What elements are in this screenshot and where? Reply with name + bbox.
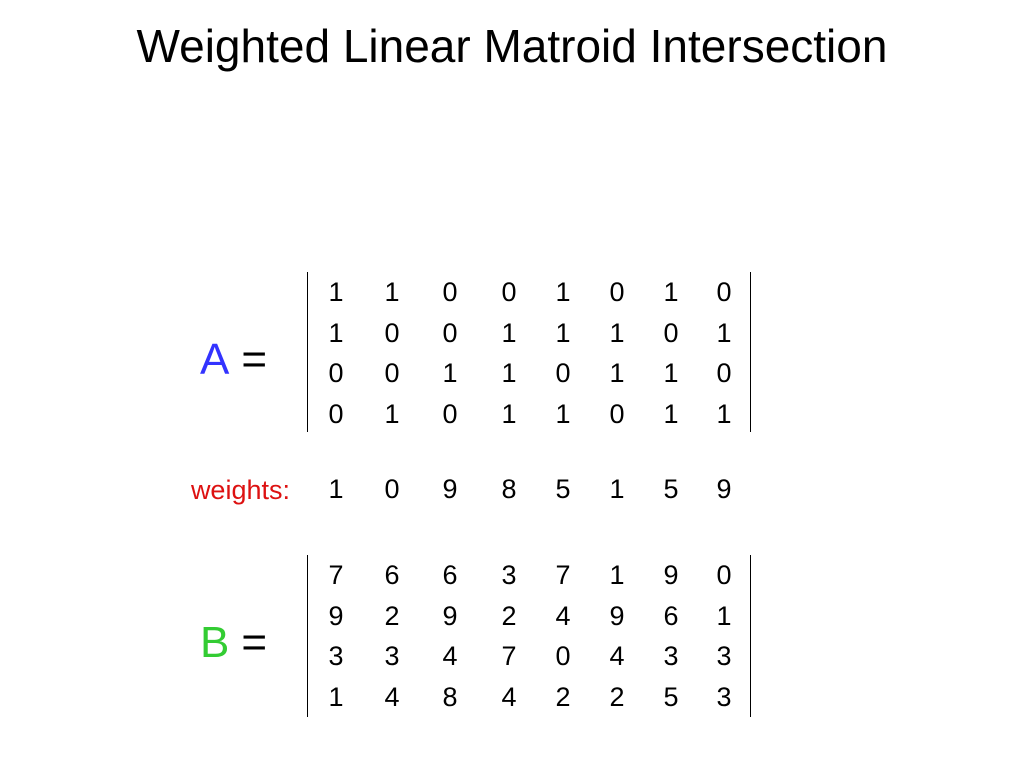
weight-cell: 5	[663, 474, 679, 504]
matrix-a-cell: 0	[663, 317, 679, 348]
matrix-b-cell: 6	[442, 560, 458, 590]
matrix-a-equals: =	[241, 335, 268, 384]
matrix-a-cell: 1	[442, 358, 458, 388]
matrix-b-equals: =	[241, 618, 268, 667]
matrix-b-cell: 7	[501, 641, 517, 671]
matrix-b-cell: 2	[555, 681, 571, 712]
matrix-b-cell: 8	[442, 681, 458, 712]
matrix-b-cell: 2	[609, 681, 625, 712]
matrix-b-cell: 1	[328, 681, 344, 712]
matrix-b-cell: 4	[609, 641, 625, 671]
matrix-b-cell: 4	[555, 600, 571, 631]
matrix-b-label: B=	[200, 618, 267, 668]
matrix-a-cell: 0	[609, 398, 625, 429]
matrix-b-cell: 1	[609, 560, 625, 590]
matrix-a-cell: 0	[716, 358, 732, 388]
matrix-b-cell: 3	[384, 641, 400, 671]
weights-label: weights:	[190, 475, 290, 505]
matrix-a-cell: 0	[328, 358, 344, 388]
weight-cell: 1	[609, 474, 625, 504]
matrix-b-cell: 7	[328, 560, 344, 590]
matrix-a-cell: 1	[555, 277, 571, 307]
matrix-a-cell: 0	[609, 277, 625, 307]
matrix-a-cell: 1	[609, 358, 625, 388]
matrix-a-cell: 1	[716, 317, 732, 348]
matrix-a-cell: 1	[663, 277, 679, 307]
matrix-a-row: 1 0 0 1 1 1 0 1	[310, 313, 748, 354]
matrix-b-cell: 1	[716, 600, 732, 631]
matrix-a-cell: 0	[384, 317, 400, 348]
matrix-a-cell: 1	[716, 398, 732, 429]
matrix-b-cell: 9	[663, 560, 679, 590]
matrix-a-cell: 1	[384, 277, 400, 307]
matrix-b-cell: 3	[501, 560, 517, 590]
matrix-b-cell: 9	[442, 600, 458, 631]
matrix-b-cell: 9	[609, 600, 625, 631]
matrix-b-cell: 3	[716, 641, 732, 671]
matrix-a-cell: 0	[716, 277, 732, 307]
slide-title: Weighted Linear Matroid Intersection	[136, 20, 888, 72]
matrix-a-row: 0 1 0 1 1 0 1 1	[310, 394, 748, 435]
matrix-a-cell: 1	[555, 398, 571, 429]
matrix-b-cell: 4	[384, 681, 400, 712]
matrix-a-cell: 0	[442, 398, 458, 429]
matrix-a-cell: 1	[663, 358, 679, 388]
weight-cell: 9	[442, 474, 458, 504]
matrix-b-cell: 9	[328, 600, 344, 631]
matrix-a-cell: 1	[555, 317, 571, 348]
matrix-a-cell: 1	[609, 317, 625, 348]
matrix-a-label: A=	[200, 335, 267, 385]
matrix-b-row: 1 4 8 4 2 2 5 3	[310, 677, 748, 718]
matrix-b-cell: 4	[501, 681, 517, 712]
matrix-a-name: A	[200, 335, 230, 384]
matrix-a: 1 1 0 0 1 0 1 0 1 0 0 1 1 1 0 1 0 0 1 1 0 1 1 0 0 1 0 1 1 0 1 1	[310, 272, 748, 434]
matrix-a-cell: 1	[328, 317, 344, 348]
matrix-a-cell: 1	[501, 398, 517, 429]
matrix-b-cell: 3	[328, 641, 344, 671]
matrix-a-cell: 0	[442, 317, 458, 348]
matrix-a-cell: 1	[501, 358, 517, 388]
matrix-b-cell: 5	[663, 681, 679, 712]
matrix-b-cell: 0	[555, 641, 571, 671]
matrix-a-cell: 1	[328, 277, 344, 307]
matrix-a-cell: 0	[328, 398, 344, 429]
weight-cell: 1	[328, 474, 344, 504]
matrix-a-cell: 1	[501, 317, 517, 348]
matrix-a-cell: 0	[555, 358, 571, 388]
matrix-b-cell: 3	[663, 641, 679, 671]
matrix-a-row: 0 0 1 1 0 1 1 0	[310, 353, 748, 394]
matrix-b-row: 7 6 6 3 7 1 9 0	[310, 555, 748, 596]
matrix-b-cell: 2	[384, 600, 400, 631]
matrix-b-row: 3 3 4 7 0 4 3 3	[310, 636, 748, 677]
weight-cell: 5	[555, 474, 571, 504]
matrix-a-left-bracket	[307, 272, 308, 432]
matrix-b-name: B	[200, 618, 230, 667]
matrix-b-cell: 6	[663, 600, 679, 631]
matrix-b-cell: 4	[442, 641, 458, 671]
matrix-a-cell: 0	[501, 277, 517, 307]
matrix-b-cell: 3	[716, 681, 732, 712]
matrix-b-cell: 2	[501, 600, 517, 631]
matrix-a-cell: 1	[663, 398, 679, 429]
weight-cell: 9	[716, 474, 732, 504]
matrix-b-cell: 6	[384, 560, 400, 590]
matrix-a-cell: 0	[442, 277, 458, 307]
matrix-a-cell: 1	[384, 398, 400, 429]
matrix-b: 7 6 6 3 7 1 9 0 9 2 9 2 4 9 6 1 3 3 4 7 0 4 3 3 1 4 8 4 2 2 5 3	[310, 555, 748, 717]
matrix-a-cell: 0	[384, 358, 400, 388]
weight-cell: 8	[501, 474, 517, 504]
matrix-b-cell: 7	[555, 560, 571, 590]
weight-cell: 0	[384, 474, 400, 504]
matrix-a-row: 1 1 0 0 1 0 1 0	[310, 272, 748, 313]
matrix-b-row: 9 2 9 2 4 9 6 1	[310, 596, 748, 637]
matrix-a-right-bracket	[750, 272, 751, 432]
matrix-b-cell: 0	[716, 560, 732, 590]
matrix-b-left-bracket	[307, 555, 308, 717]
matrix-b-right-bracket	[750, 555, 751, 717]
